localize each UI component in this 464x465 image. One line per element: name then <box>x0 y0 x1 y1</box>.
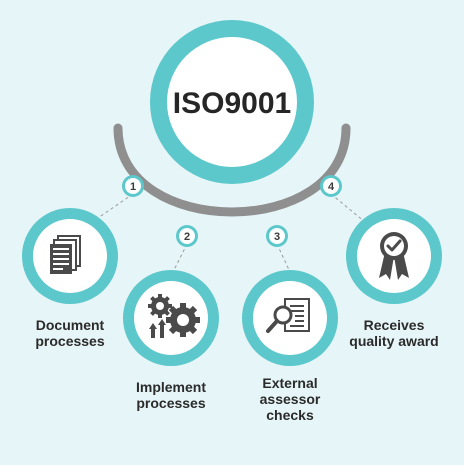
step-number-3: 3 <box>274 231 280 243</box>
step-badge-3: 3 <box>266 225 288 247</box>
iso9001-center-circle: ISO9001 <box>150 20 314 184</box>
document-stack-icon <box>50 235 81 274</box>
step-badge-1: 1 <box>122 175 144 197</box>
step-badge-4: 4 <box>320 175 342 197</box>
step-4-label: Receives quality award <box>349 317 439 349</box>
connector-3 <box>276 243 291 273</box>
connector-4 <box>330 193 366 223</box>
step-4-circle <box>346 208 442 304</box>
step-2-circle <box>123 270 219 366</box>
step-3-label: External assessor checks <box>259 375 321 423</box>
step-badge-2: 2 <box>176 225 198 247</box>
step-3-circle <box>242 270 338 366</box>
step-1-circle <box>22 208 118 304</box>
page-title: ISO9001 <box>173 87 291 120</box>
connector-2 <box>172 243 188 273</box>
document-magnifier-icon <box>266 298 310 333</box>
step-2-label: Implement processes <box>135 379 206 411</box>
award-ribbon-icon <box>379 232 409 280</box>
step-number-2: 2 <box>184 231 190 243</box>
connector-1 <box>91 193 134 223</box>
process-arc <box>113 123 351 217</box>
step-1-label: Document processes <box>35 317 105 349</box>
step-number-4: 4 <box>328 181 335 193</box>
step-number-1: 1 <box>130 181 136 193</box>
